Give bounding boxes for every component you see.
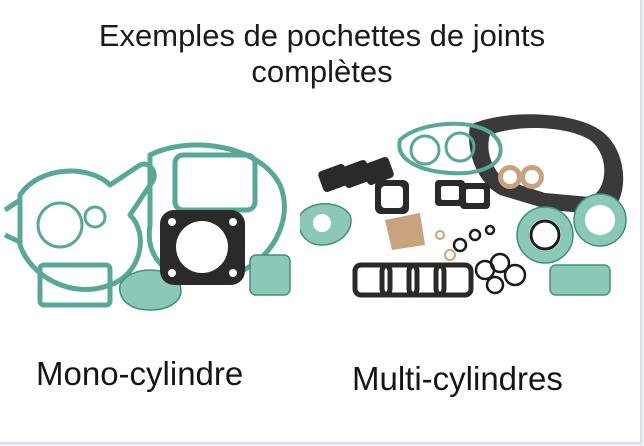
mono-cylinder-gasket-photo — [3, 142, 291, 311]
caption-mono-cylinder: Mono-cylindre — [36, 355, 244, 392]
page-title: Exemples de pochettes de joints complète… — [0, 18, 644, 90]
bolt-ring — [36, 201, 84, 249]
multi-cylinder-gasket-photo — [300, 114, 627, 298]
crankcase-gasket-right — [146, 142, 287, 283]
exhaust-gasket — [352, 262, 393, 298]
head-cover-gasket — [397, 121, 503, 176]
title-line-2: complètes — [251, 54, 393, 89]
title-line-1: Exemples de pochettes de joints — [98, 18, 546, 53]
cylinder-base-gasket — [172, 152, 258, 213]
copper-gasket — [385, 213, 425, 250]
caption-multi-cylinder: Multi-cylindres — [352, 360, 563, 397]
crankcase-gasket-left — [17, 161, 157, 292]
